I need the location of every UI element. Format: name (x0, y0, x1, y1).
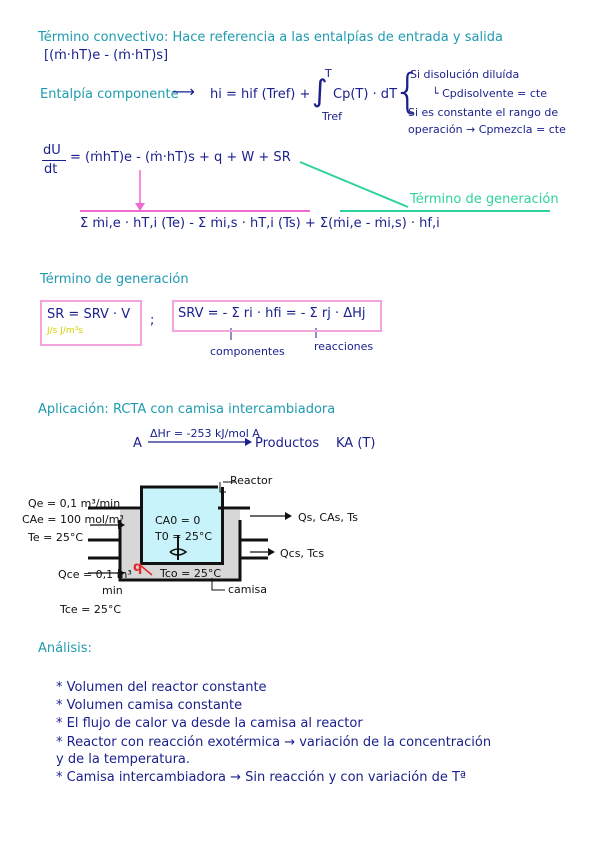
integral-lower-limit: Tref (322, 110, 343, 123)
qce-unit: min (102, 584, 123, 597)
semicolon: ; (150, 313, 155, 328)
application-title: Aplicación: RCTA con camisa intercambiad… (38, 402, 336, 417)
analysis-title: Análisis: (38, 641, 92, 656)
fraction-bar (42, 160, 66, 161)
sr-formula: SR = SRV · V (47, 307, 131, 322)
qce-label: Qce = 0,1 m³ (58, 568, 132, 581)
brace-line-1: Si disolución diluída (410, 68, 520, 81)
tce-label: Tce = 25°C (60, 603, 122, 616)
generation-title: Término de generación (40, 272, 189, 287)
analysis-item-1: * Volumen del reactor constante (56, 680, 267, 695)
cae-label: CAe = 100 mol/m³ (22, 513, 124, 526)
reaction-products: Productos (255, 436, 320, 451)
integral-sign: ∫ (312, 74, 328, 109)
analysis-item-4-cont: y de la temperatura. (56, 752, 191, 767)
analysis-item-2: * Volumen camisa constante (56, 698, 243, 713)
sr-box (40, 300, 142, 346)
enthalpy-arrow: ⟶ (172, 82, 195, 101)
camisa-label: camisa (228, 583, 268, 596)
te-label: Te = 25°C (28, 531, 84, 544)
brace-line-2: └ Cpdisolvente = cte (432, 87, 548, 100)
analysis-item-5: * Camisa intercambiadora → Sin reacción … (56, 770, 467, 785)
analysis-item-3: * El flujo de calor va desde la camisa a… (56, 716, 363, 731)
analysis-item-4: * Reactor con reacción exotérmica → vari… (56, 735, 492, 750)
rate-constant: KA (T) (336, 436, 376, 451)
balance-lhs-numerator: dU (43, 143, 61, 158)
qcs-label: Qcs, Tcs (280, 547, 325, 560)
balance-lhs-denominator: dt (44, 162, 58, 177)
expanded-sum: Σ ṁi,e · hT,i (Te) - Σ ṁi,s · hT,i (Ts) … (80, 216, 440, 231)
srv-box (172, 300, 382, 332)
integral-body: Cp(T) · dT (333, 87, 398, 102)
brace-line-3: Si es constante el rango de (408, 106, 559, 119)
generation-term-tag: Término de generación (410, 192, 559, 207)
qs-label: Qs, CAs, Ts (298, 511, 358, 524)
heat-flow-mark: q (133, 560, 143, 575)
reaction-reactant: A (133, 436, 142, 451)
jacket-left (120, 510, 142, 550)
qe-label: Qe = 0,1 m³/min (28, 497, 121, 510)
sr-units: J/s J/m³s (47, 326, 83, 336)
t0-label: T0 = 25°C (155, 530, 213, 543)
tco-label: Tco = 25°C (160, 567, 222, 580)
reaction-enthalpy: ΔHr = -253 kJ/mol A (150, 427, 260, 440)
enthalpy-formula: hi = hif (Tref) + (210, 87, 311, 102)
brace-line-4: operación → Cpmezcla = cte (408, 123, 566, 136)
brace: { (393, 64, 423, 118)
ca0-label: CA0 = 0 (155, 514, 201, 527)
balance-rhs: = (ṁhT)e - (ṁ·hT)s + q + W + SR (70, 150, 291, 165)
reactions-label: reacciones (314, 340, 374, 353)
convective-term-formula: [(ṁ·hT)e - (ṁ·hT)s] (44, 48, 169, 63)
enthalpy-label: Entalpía componente (40, 87, 179, 102)
reactor-label: Reactor (230, 474, 273, 487)
components-label: componentes (210, 345, 285, 358)
integral-upper-limit: T (325, 67, 332, 80)
srv-formula: SRV = - Σ ri · hfi = - Σ rj · ΔHj (178, 306, 366, 321)
convective-term-heading: Término convectivo: Hace referencia a la… (38, 30, 503, 45)
reactor-vessel (140, 487, 224, 565)
